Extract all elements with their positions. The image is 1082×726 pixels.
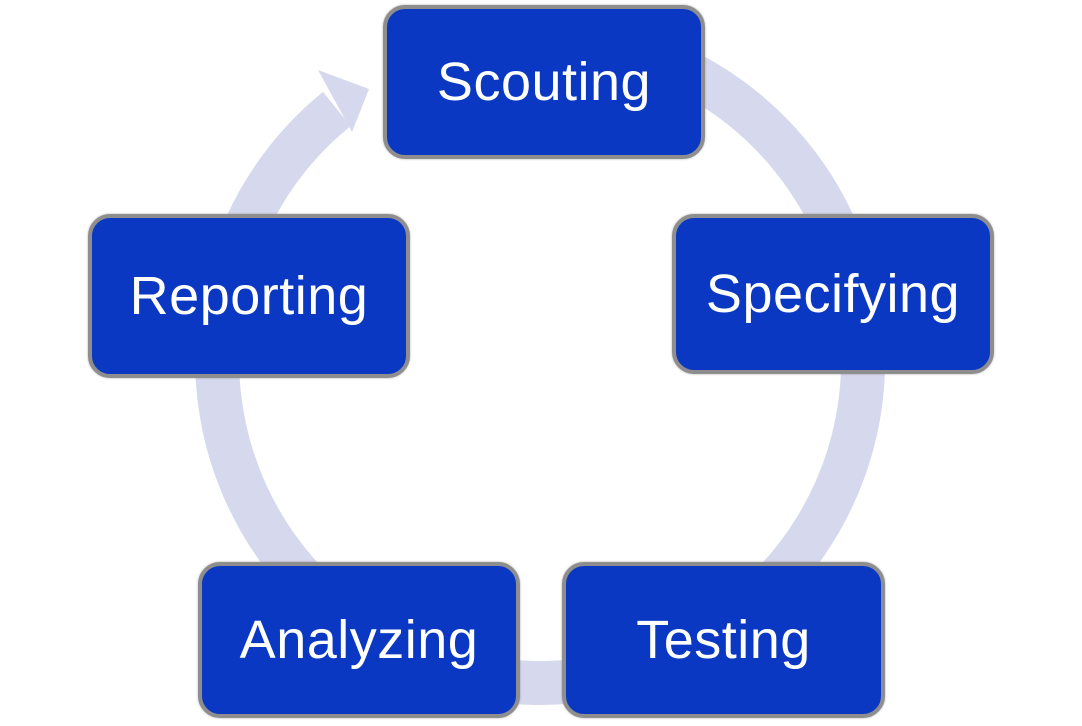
- cycle-node-label: Analyzing: [239, 610, 479, 670]
- cycle-node-scouting: Scouting: [383, 5, 705, 159]
- cycle-node-label: Specifying: [705, 264, 961, 324]
- cycle-arrow-icon: [318, 70, 369, 132]
- cycle-node-label: Reporting: [129, 266, 369, 326]
- cycle-node-analyzing: Analyzing: [198, 562, 520, 718]
- cycle-node-label: Scouting: [436, 52, 652, 112]
- cycle-node-testing: Testing: [562, 562, 885, 718]
- cycle-node-label: Testing: [636, 610, 811, 670]
- cycle-node-specifying: Specifying: [672, 214, 994, 374]
- cycle-node-reporting: Reporting: [88, 214, 410, 378]
